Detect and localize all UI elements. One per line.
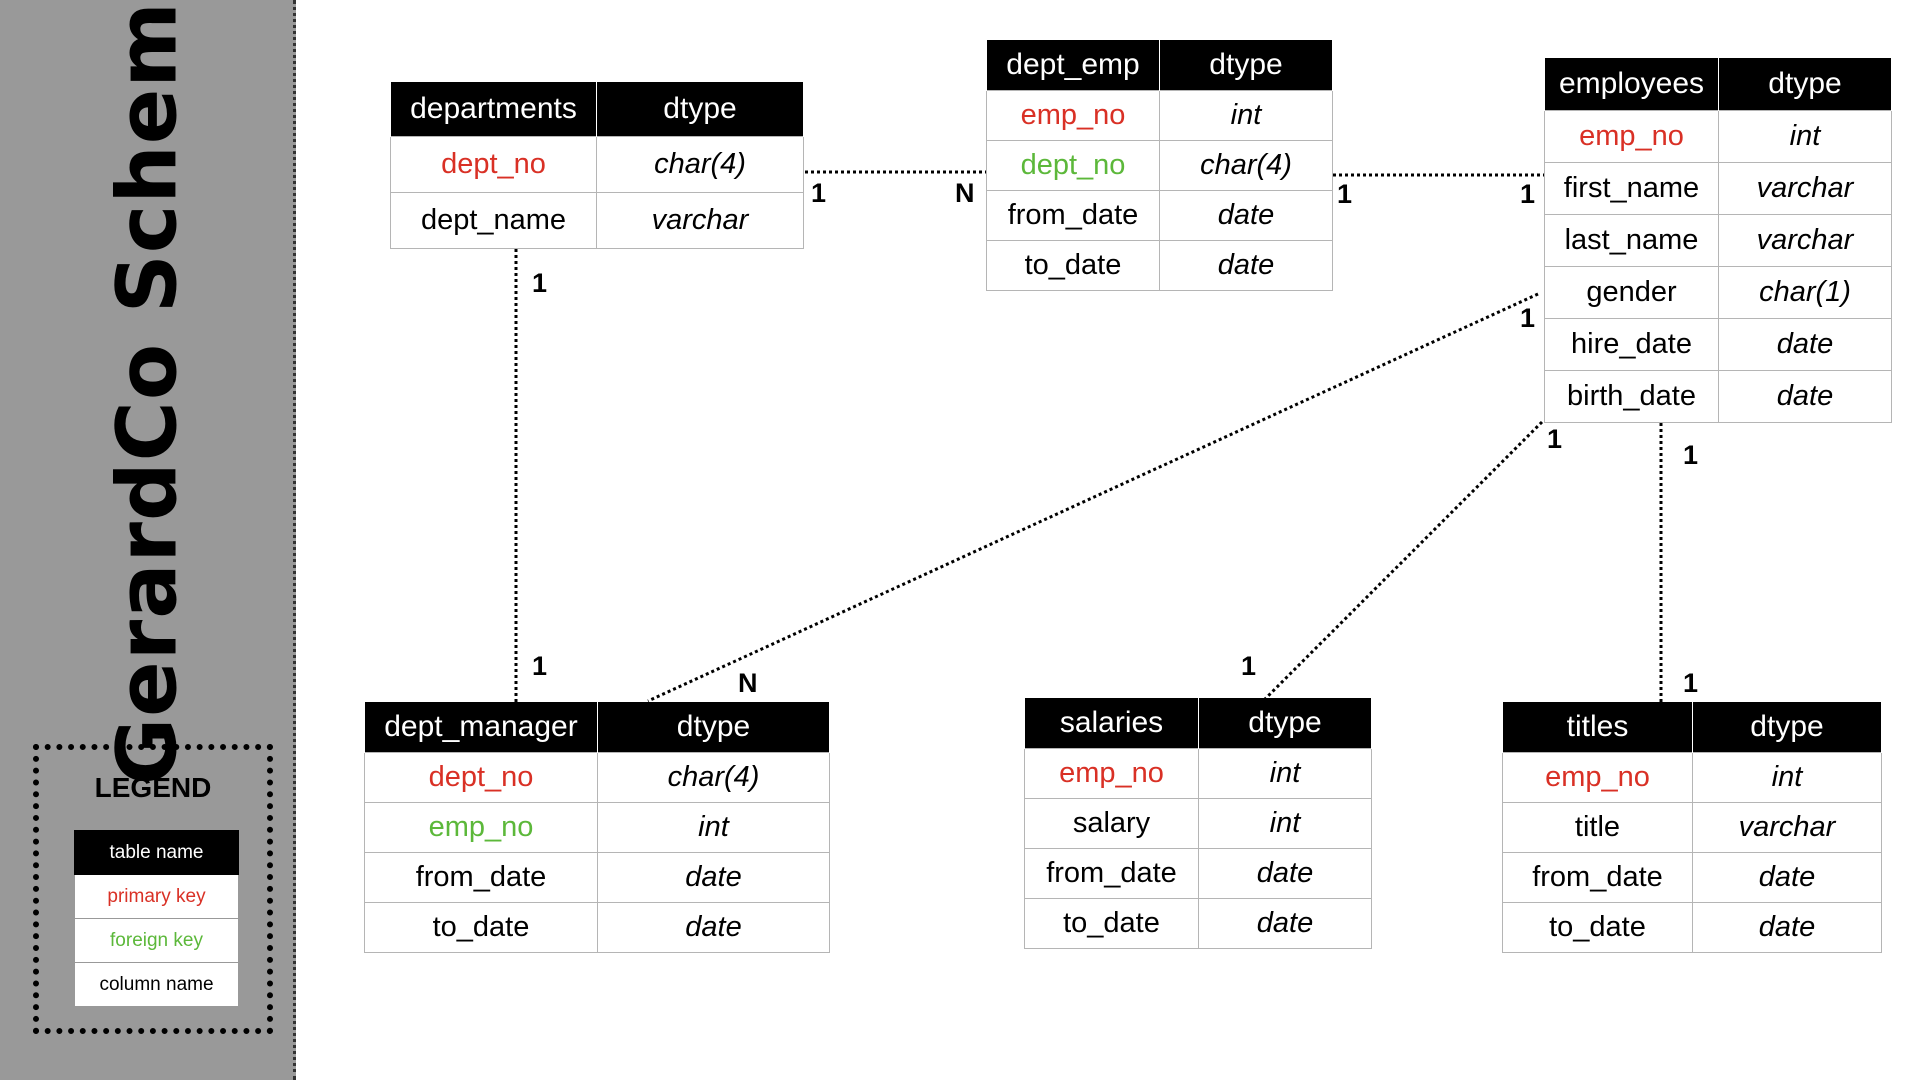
link-employees-dept-manager xyxy=(647,292,1539,703)
column-name: from_date xyxy=(986,190,1160,241)
column-name: from_date xyxy=(1502,852,1693,903)
card-employees-dept-manager-n: N xyxy=(738,668,758,698)
column-name: from_date xyxy=(1024,848,1199,899)
type-header: dtype xyxy=(597,702,830,753)
type-header: dtype xyxy=(1692,702,1882,753)
column-name: birth_date xyxy=(1544,369,1719,423)
column-name: gender xyxy=(1544,265,1719,319)
column-name: to_date xyxy=(986,240,1160,291)
table-name: dept_emp xyxy=(986,40,1160,91)
column-type: date xyxy=(1718,317,1892,371)
table-name: departments xyxy=(390,82,597,136)
column-type: date xyxy=(1692,902,1882,953)
type-header: dtype xyxy=(596,82,804,136)
column-type: date xyxy=(1198,848,1372,899)
column-name: emp_no xyxy=(364,802,598,853)
table-name: titles xyxy=(1502,702,1693,753)
column-type: date xyxy=(1718,369,1892,423)
legend-title: LEGEND xyxy=(94,772,212,803)
column-type: char(1) xyxy=(1718,265,1892,319)
card-employees-salaries-1b: 1 xyxy=(1241,651,1257,681)
card-employees-titles-1b: 1 xyxy=(1683,668,1699,698)
card-employees-salaries-1a: 1 xyxy=(1547,424,1563,454)
column-name: title xyxy=(1502,802,1693,853)
card-departments-dept-emp-1: 1 xyxy=(811,178,827,208)
column-name: dept_name xyxy=(390,191,597,249)
table-name: dept_manager xyxy=(364,702,598,753)
column-type: int xyxy=(1692,752,1882,803)
schema-title: GerardCo Schema xyxy=(100,0,196,786)
column-type: varchar xyxy=(1692,802,1882,853)
card-dept-emp-employees-1b: 1 xyxy=(1520,179,1536,209)
type-header: dtype xyxy=(1159,40,1333,91)
column-type: date xyxy=(597,852,830,903)
legend: LEGEND table name primary key foreign ke… xyxy=(33,744,273,1034)
table-name: salaries xyxy=(1024,698,1199,749)
card-departments-dept-manager-1b: 1 xyxy=(532,651,548,681)
column-name: from_date xyxy=(364,852,598,903)
column-type: char(4) xyxy=(597,752,830,803)
legend-table: table name primary key foreign key colum… xyxy=(74,830,239,1007)
column-name: to_date xyxy=(1502,902,1693,953)
column-name: emp_no xyxy=(986,90,1160,141)
column-type: date xyxy=(1692,852,1882,903)
column-type: date xyxy=(1198,898,1372,949)
column-type: int xyxy=(1198,748,1372,799)
legend-column-name: column name xyxy=(74,962,239,1007)
type-header: dtype xyxy=(1198,698,1372,749)
column-name: to_date xyxy=(364,902,598,953)
column-name: emp_no xyxy=(1024,748,1199,799)
card-departments-dept-emp-n: N xyxy=(955,178,975,208)
card-departments-dept-manager-1a: 1 xyxy=(532,268,548,298)
column-name: dept_no xyxy=(364,752,598,803)
column-type: date xyxy=(597,902,830,953)
column-type: int xyxy=(597,802,830,853)
legend-table-name: table name xyxy=(74,830,239,875)
column-name: first_name xyxy=(1544,161,1719,215)
column-type: date xyxy=(1159,240,1333,291)
legend-foreign-key: foreign key xyxy=(74,918,239,963)
column-name: dept_no xyxy=(390,135,597,193)
card-employees-titles-1a: 1 xyxy=(1683,440,1699,470)
card-dept-emp-employees-1a: 1 xyxy=(1337,179,1353,209)
column-type: date xyxy=(1159,190,1333,241)
table-name: employees xyxy=(1544,58,1719,110)
card-employees-dept-manager-1: 1 xyxy=(1520,303,1536,333)
column-name: last_name xyxy=(1544,213,1719,267)
column-name: dept_no xyxy=(986,140,1160,191)
column-name: salary xyxy=(1024,798,1199,849)
column-name: emp_no xyxy=(1502,752,1693,803)
column-type: varchar xyxy=(1718,213,1892,267)
column-name: hire_date xyxy=(1544,317,1719,371)
column-type: char(4) xyxy=(1159,140,1333,191)
column-type: int xyxy=(1159,90,1333,141)
column-type: int xyxy=(1198,798,1372,849)
column-type: char(4) xyxy=(596,135,804,193)
link-employees-salaries xyxy=(1263,420,1544,701)
column-name: emp_no xyxy=(1544,109,1719,163)
legend-primary-key: primary key xyxy=(74,874,239,919)
type-header: dtype xyxy=(1718,58,1892,110)
sidebar: GerardCo Schema LEGEND table name primar… xyxy=(0,0,296,1080)
column-type: int xyxy=(1718,109,1892,163)
column-name: to_date xyxy=(1024,898,1199,949)
column-type: varchar xyxy=(596,191,804,249)
column-type: varchar xyxy=(1718,161,1892,215)
